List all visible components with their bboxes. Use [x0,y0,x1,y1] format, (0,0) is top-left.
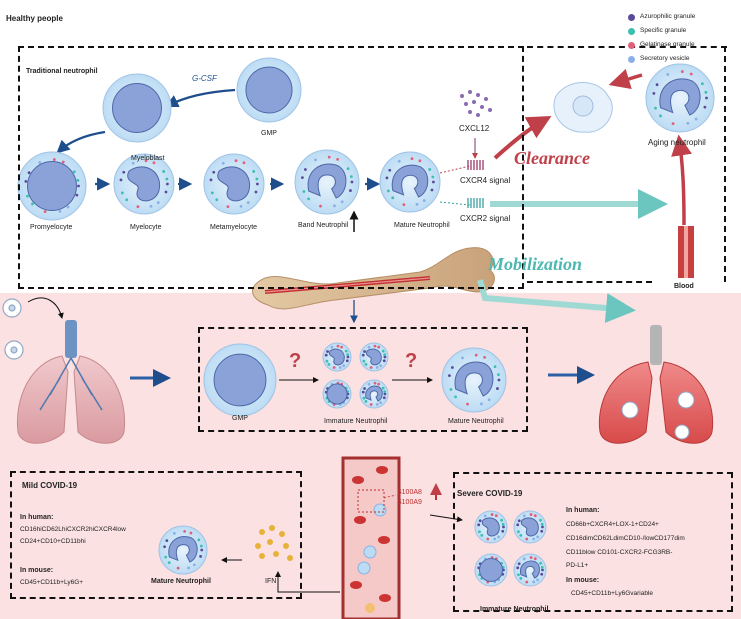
legend-azurophilic-swatch [628,14,635,21]
cxcl12-molecules-icon [460,90,492,117]
traditional-neutrophil-title: Traditional neutrophil [26,68,98,75]
immature-neutrophil-2 [359,342,389,372]
s100a8-label: S100A8 [397,489,422,496]
healthy-people-title: Healthy people [6,14,63,23]
gmp-middle-label: GMP [232,415,248,422]
cxcr2-signal-label: CXCR2 signal [460,214,511,223]
mature-neutrophil-middle-label: Mature Neutrophil [448,418,504,425]
clearance-label: Clearance [514,148,590,168]
gmp-top-cell [236,57,302,123]
blood-vessel-bottom [341,456,401,619]
gmp-middle-cell [203,343,277,417]
legend-secretory-label: Secretory vesicle [640,55,690,62]
severe-human-markers-4: PD-L1+ [566,562,589,569]
differentiation-arrows [56,88,381,191]
infected-lungs-illustration [598,325,714,444]
severe-human-markers-1: CD66b+CXCR4+LOX-1+CD24+ [566,521,659,528]
metamyelocyte-label: Metamyelocyte [210,224,258,231]
immature-neutrophil-middle-label: Immature Neutrophil [324,418,388,425]
gmp-top-label: GMP [261,130,277,137]
severe-covid-box [453,472,733,612]
virus-icons [2,298,24,360]
mild-mouse-markers: CD45+CD11b+Ly6G+ [20,579,84,586]
mild-human-markers-1: CD16hiCD62LhiCXCR2hiCXCR4low [20,526,126,533]
cxcr2-link [439,201,471,206]
healthy-right-edge [724,46,726,282]
cxcr4-signal-label: CXCR4 signal [460,176,511,185]
vessel-to-severe-arrow [429,514,463,523]
aging-neutrophil-label: Aging neutrophil [648,138,706,147]
myeloblast-label: Myeloblast [131,155,165,162]
mild-mature-neutrophil-cell [158,525,208,575]
mild-covid-title: Mild COVID-19 [22,481,78,490]
severe-immature-2 [513,510,547,544]
mild-in-mouse-label: In mouse: [20,567,54,574]
blood-label: Blood [674,283,694,290]
blood-to-aging-arrow [671,134,692,226]
myelocyte-label: Myelocyte [130,224,162,231]
healthy-people-box [527,46,727,48]
mild-human-markers-2: CD24+CD10+CD11bhi [20,538,86,545]
apoptotic-cell-illustration [553,82,613,133]
legend-specific-swatch [628,28,635,35]
mild-in-human-label: In human: [20,514,54,521]
immature-neutrophil-3 [322,379,352,409]
severe-in-human-label: In human: [566,507,600,514]
severe-immature-3 [474,553,508,587]
traditional-neutrophil-box [18,46,524,289]
s100-highlight-box [357,489,385,513]
metamyelocyte-cell [203,153,265,215]
cxcl12-label: CXCL12 [459,124,490,133]
myeloblast-cell [102,73,172,143]
ifn-label: IFN [265,578,277,585]
virus-infection-arrow [27,297,64,319]
legend-specific-label: Specific granule [640,27,687,34]
bone-illustration [252,247,495,310]
mild-mature-neutrophil-label: Mature Neutrophil [151,578,211,585]
mature-neutrophil-middle-cell [441,347,507,413]
question-mark-1: ? [289,350,302,372]
healthy-bottom-right [527,281,652,283]
immature-neutrophil-4 [359,379,389,409]
mild-covid-box [10,471,302,599]
blood-vessel-top [678,226,694,278]
myelocyte-cell [113,153,175,215]
legend-azurophilic-label: Azurophilic granule [640,13,696,20]
aging-neutrophil-cell [645,63,715,133]
severe-immature-1 [474,510,508,544]
s100a9-label: S100A9 [397,499,422,506]
gcsf-label: G-CSF [192,74,217,83]
severe-mouse-markers: CD45+CD11b+Ly6Gvariable [571,590,654,597]
legend-gelatinase-swatch [628,42,635,49]
question-mark-2: ? [405,350,418,372]
promyelocyte-cell [17,151,87,221]
legend-gelatinase-label: Gelatinase granule [640,41,695,48]
band-neutrophil-cell [294,149,360,215]
immature-neutrophil-1 [322,342,352,372]
legend-secretory-swatch [628,56,635,63]
severe-in-mouse-label: In mouse: [566,577,600,584]
severe-covid-title: Severe COVID-19 [457,489,523,498]
cxcr2-receptor-icon [467,198,484,208]
mature-neutrophil-top-cell [379,151,441,213]
bone-marrow-covid-box [198,327,528,432]
aging-to-clearance-arrow [608,68,643,90]
mobilization-to-lung-arrow [477,279,636,323]
severe-immature-neutrophil-label: Immature Neutrophil [480,606,549,613]
vessel-to-ifn-arrow [275,571,340,593]
severe-immature-4 [513,553,547,587]
severe-human-markers-3: CD11blow CD101-CXCR2-FCG3RB- [566,549,673,556]
mobilization-label: Mobilization [488,254,583,274]
band-neutrophil-label: Band Neutrophil [298,222,349,229]
mature-neutrophil-top-label: Mature Neutrophil [394,222,450,229]
cxcr4-receptor-icon [467,160,484,170]
cxcr4-link [439,165,471,174]
promyelocyte-label: Promyelocyte [30,224,73,231]
ifn-molecules-icon [255,525,293,561]
healthy-lungs-illustration [16,320,126,444]
severe-human-markers-2: CD16dimCD62LdimCD10-/lowCD177dim [566,535,685,542]
